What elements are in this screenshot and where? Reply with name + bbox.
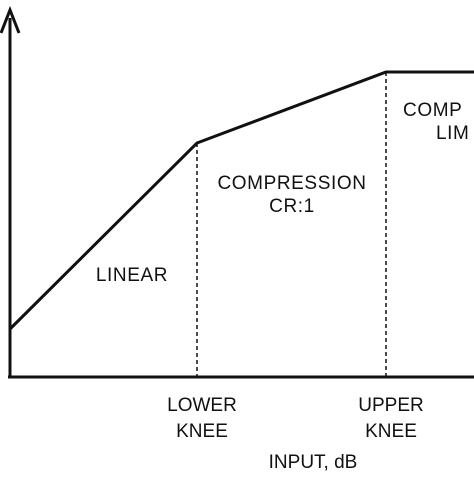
region-compression-ratio-label: CR:1 xyxy=(269,196,315,217)
y-axis-arrow-icon xyxy=(0,5,21,34)
lower-knee-label-line1: LOWER xyxy=(167,395,237,416)
region-limiting-label-line1: COMP xyxy=(403,100,462,121)
x-axis-label: INPUT, dB xyxy=(269,452,358,473)
region-limiting-label-line2: LIM xyxy=(436,123,469,144)
lower-knee-label-line2: KNEE xyxy=(176,421,228,442)
upper-knee-label-line2: KNEE xyxy=(365,421,417,442)
transfer-curve xyxy=(8,70,474,331)
region-compression-label: COMPRESSION xyxy=(217,173,366,194)
region-linear-label: LINEAR xyxy=(96,265,168,286)
upper-knee-label-line1: UPPER xyxy=(358,395,423,416)
